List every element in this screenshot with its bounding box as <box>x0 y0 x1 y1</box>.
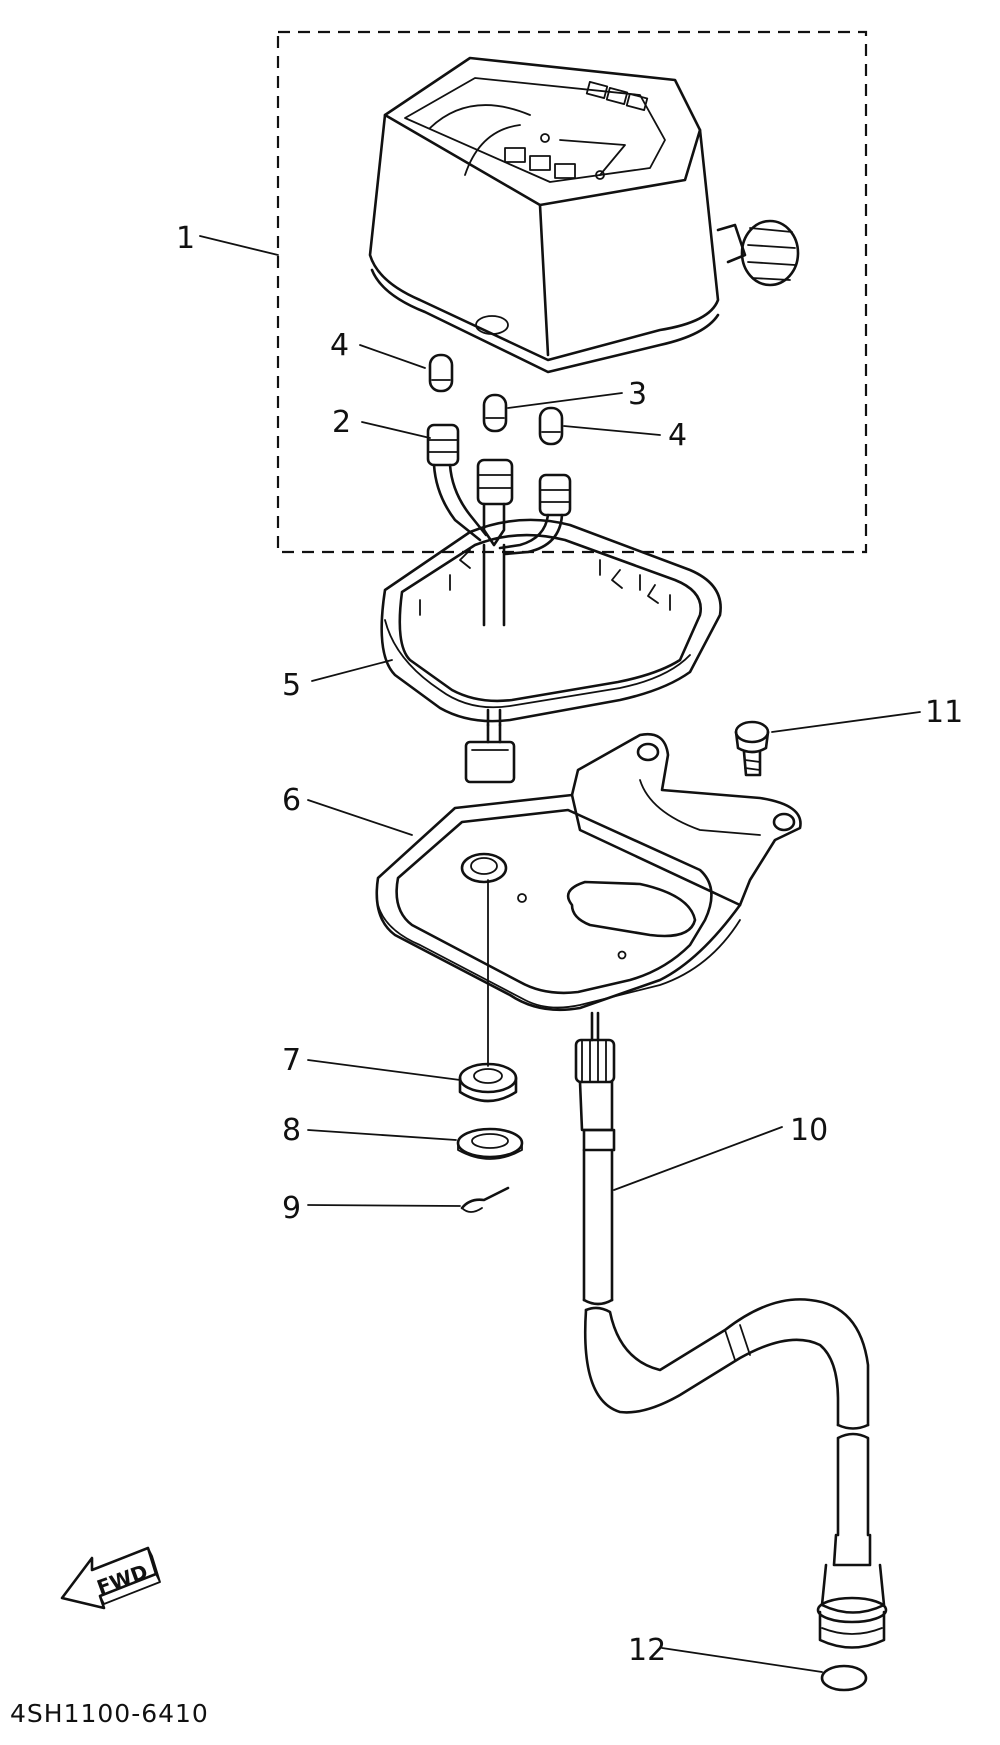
grommet <box>458 1062 518 1103</box>
part-label-5: 5 <box>282 668 301 703</box>
part-label-2: 2 <box>332 405 351 440</box>
meter-case <box>380 518 722 784</box>
part-label-10: 10 <box>790 1113 828 1148</box>
o-ring <box>820 1664 868 1692</box>
part-label-4-lower: 4 <box>668 418 687 453</box>
bulb-4-upper <box>428 353 454 393</box>
meter-cable <box>574 1011 888 1649</box>
diagram-code: 4SH1100-6410 <box>10 1699 209 1728</box>
meter-bracket <box>375 732 802 1012</box>
part-label-9: 9 <box>282 1191 301 1226</box>
meter-assembly <box>368 56 800 374</box>
part-label-11: 11 <box>925 695 963 730</box>
part-label-8: 8 <box>282 1113 301 1148</box>
part-label-7: 7 <box>282 1043 301 1078</box>
bulb-socket-2 <box>426 423 488 542</box>
part-label-1: 1 <box>176 221 195 256</box>
part-label-3: 3 <box>628 377 647 412</box>
part-label-6: 6 <box>282 783 301 818</box>
assembly-group-box <box>276 30 868 554</box>
part-label-4-upper: 4 <box>330 328 349 363</box>
bulb-4-lower <box>538 406 564 446</box>
bulb-3 <box>482 393 508 433</box>
clip <box>460 1186 510 1213</box>
washer <box>456 1127 524 1160</box>
bolt <box>734 720 770 777</box>
bulb-socket-right <box>498 473 572 556</box>
forward-arrow-icon: FWD <box>60 1546 161 1610</box>
leader-lines <box>199 235 921 1673</box>
part-label-12: 12 <box>628 1633 666 1668</box>
